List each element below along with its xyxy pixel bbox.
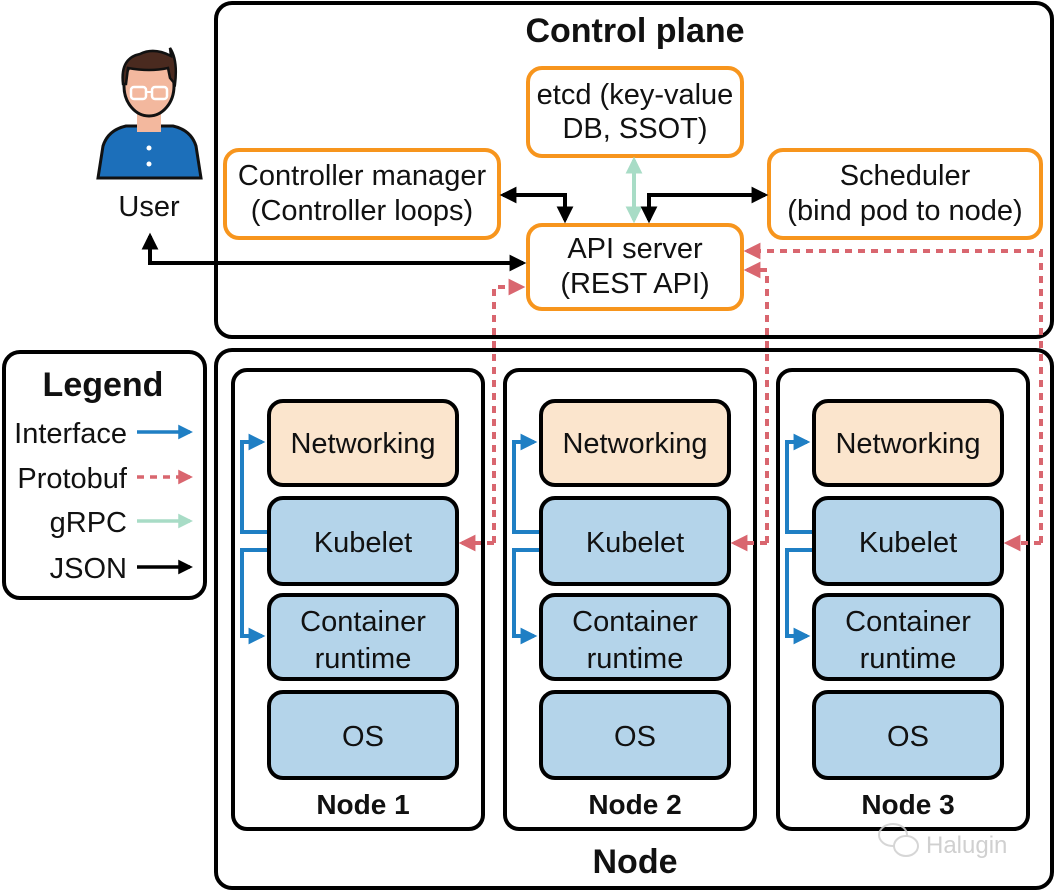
json-arrow-scheduler-api [640,186,769,224]
os-label: OS [614,721,656,753]
node-label: Node 1 [316,789,409,820]
etcd-box[interactable]: etcd (key-value DB, SSOT) [526,66,744,158]
protobuf-arrow-api-kubelet3 [743,242,1043,543]
os-label: OS [887,721,929,753]
node-label: Node 3 [861,789,954,820]
kubelet-box[interactable] [539,496,731,586]
interface-arrow-kubelet-networking [240,433,267,534]
scheduler-box[interactable]: Scheduler (bind pod to node) [767,148,1043,240]
node-section-container [214,348,1054,890]
api-server-label-line2: (REST API) [560,268,709,300]
controller-manager-box[interactable]: Controller manager (Controller loops) [223,148,501,240]
user-avatar-icon [96,47,203,180]
protobuf-arrow-api-kubelet2 [743,261,769,543]
node-section-title: Node [593,843,678,881]
node-3[interactable]: Networking Kubelet Container runtime OS … [776,368,1030,831]
container-runtime-box[interactable] [539,593,731,681]
networking-box[interactable] [539,399,731,487]
os-box[interactable] [539,690,731,780]
container-runtime-label-line2: runtime [860,643,957,675]
container-runtime-box[interactable] [267,593,459,681]
control-plane-title: Control plane [525,12,744,50]
container-runtime-label-line2: runtime [587,643,684,675]
node-1[interactable]: Networking Kubelet Container runtime OS … [231,368,485,831]
api-server-label-line1: API server [567,233,703,265]
legend-title: Legend [43,366,164,404]
legend-item-grpc: gRPC [50,507,127,539]
container-runtime-label-line2: runtime [315,643,412,675]
api-server-box[interactable]: API server (REST API) [526,223,744,311]
kubelet-box[interactable] [812,496,1004,586]
os-box[interactable] [267,690,459,780]
watermark: Halugin [878,823,1007,859]
os-box[interactable] [812,690,1004,780]
protobuf-arrow-api-kubelet1 [492,278,526,543]
legend: Legend Interface Protobuf gRPC JSON [2,350,207,600]
networking-box[interactable] [812,399,1004,487]
networking-box[interactable] [267,399,459,487]
interface-arrow-kubelet-runtime [512,548,539,645]
json-arrow-controller-api [499,186,574,224]
wechat-icon [878,823,919,857]
container-runtime-label-line1: Container [572,606,698,638]
kubelet-box[interactable] [267,496,459,586]
kubelet-label: Kubelet [859,527,957,559]
legend-item-protobuf: Protobuf [17,463,128,495]
etcd-label-line1: etcd (key-value [537,79,734,111]
networking-label: Networking [562,428,707,460]
legend-item-json: JSON [50,553,127,585]
networking-label: Networking [835,428,980,460]
container-runtime-label-line1: Container [300,606,426,638]
scheduler-label-line2: (bind pod to node) [787,195,1022,227]
container-runtime-box[interactable] [812,593,1004,681]
networking-label: Networking [290,428,435,460]
legend-item-interface: Interface [14,418,127,450]
etcd-label-line2: DB, SSOT) [562,113,707,145]
container-runtime-label-line1: Container [845,606,971,638]
controller-manager-label-line1: Controller manager [238,160,487,192]
node-label: Node 2 [588,789,681,820]
kubelet-label: Kubelet [586,527,684,559]
control-plane-container [214,1,1054,339]
controller-manager-label-line2: (Controller loops) [251,195,473,227]
interface-arrow-kubelet-networking [785,433,812,534]
interface-arrow-kubelet-runtime [785,548,812,645]
interface-arrow-kubelet-runtime [240,548,267,645]
json-arrow-user-api [141,232,527,272]
watermark-text: Halugin [926,832,1007,859]
node-2[interactable]: Networking Kubelet Container runtime OS … [503,368,757,831]
interface-arrow-kubelet-networking [512,433,539,534]
scheduler-label-line1: Scheduler [840,160,971,192]
kubelet-label: Kubelet [314,527,412,559]
user-label: User [118,191,180,223]
os-label: OS [342,721,384,753]
